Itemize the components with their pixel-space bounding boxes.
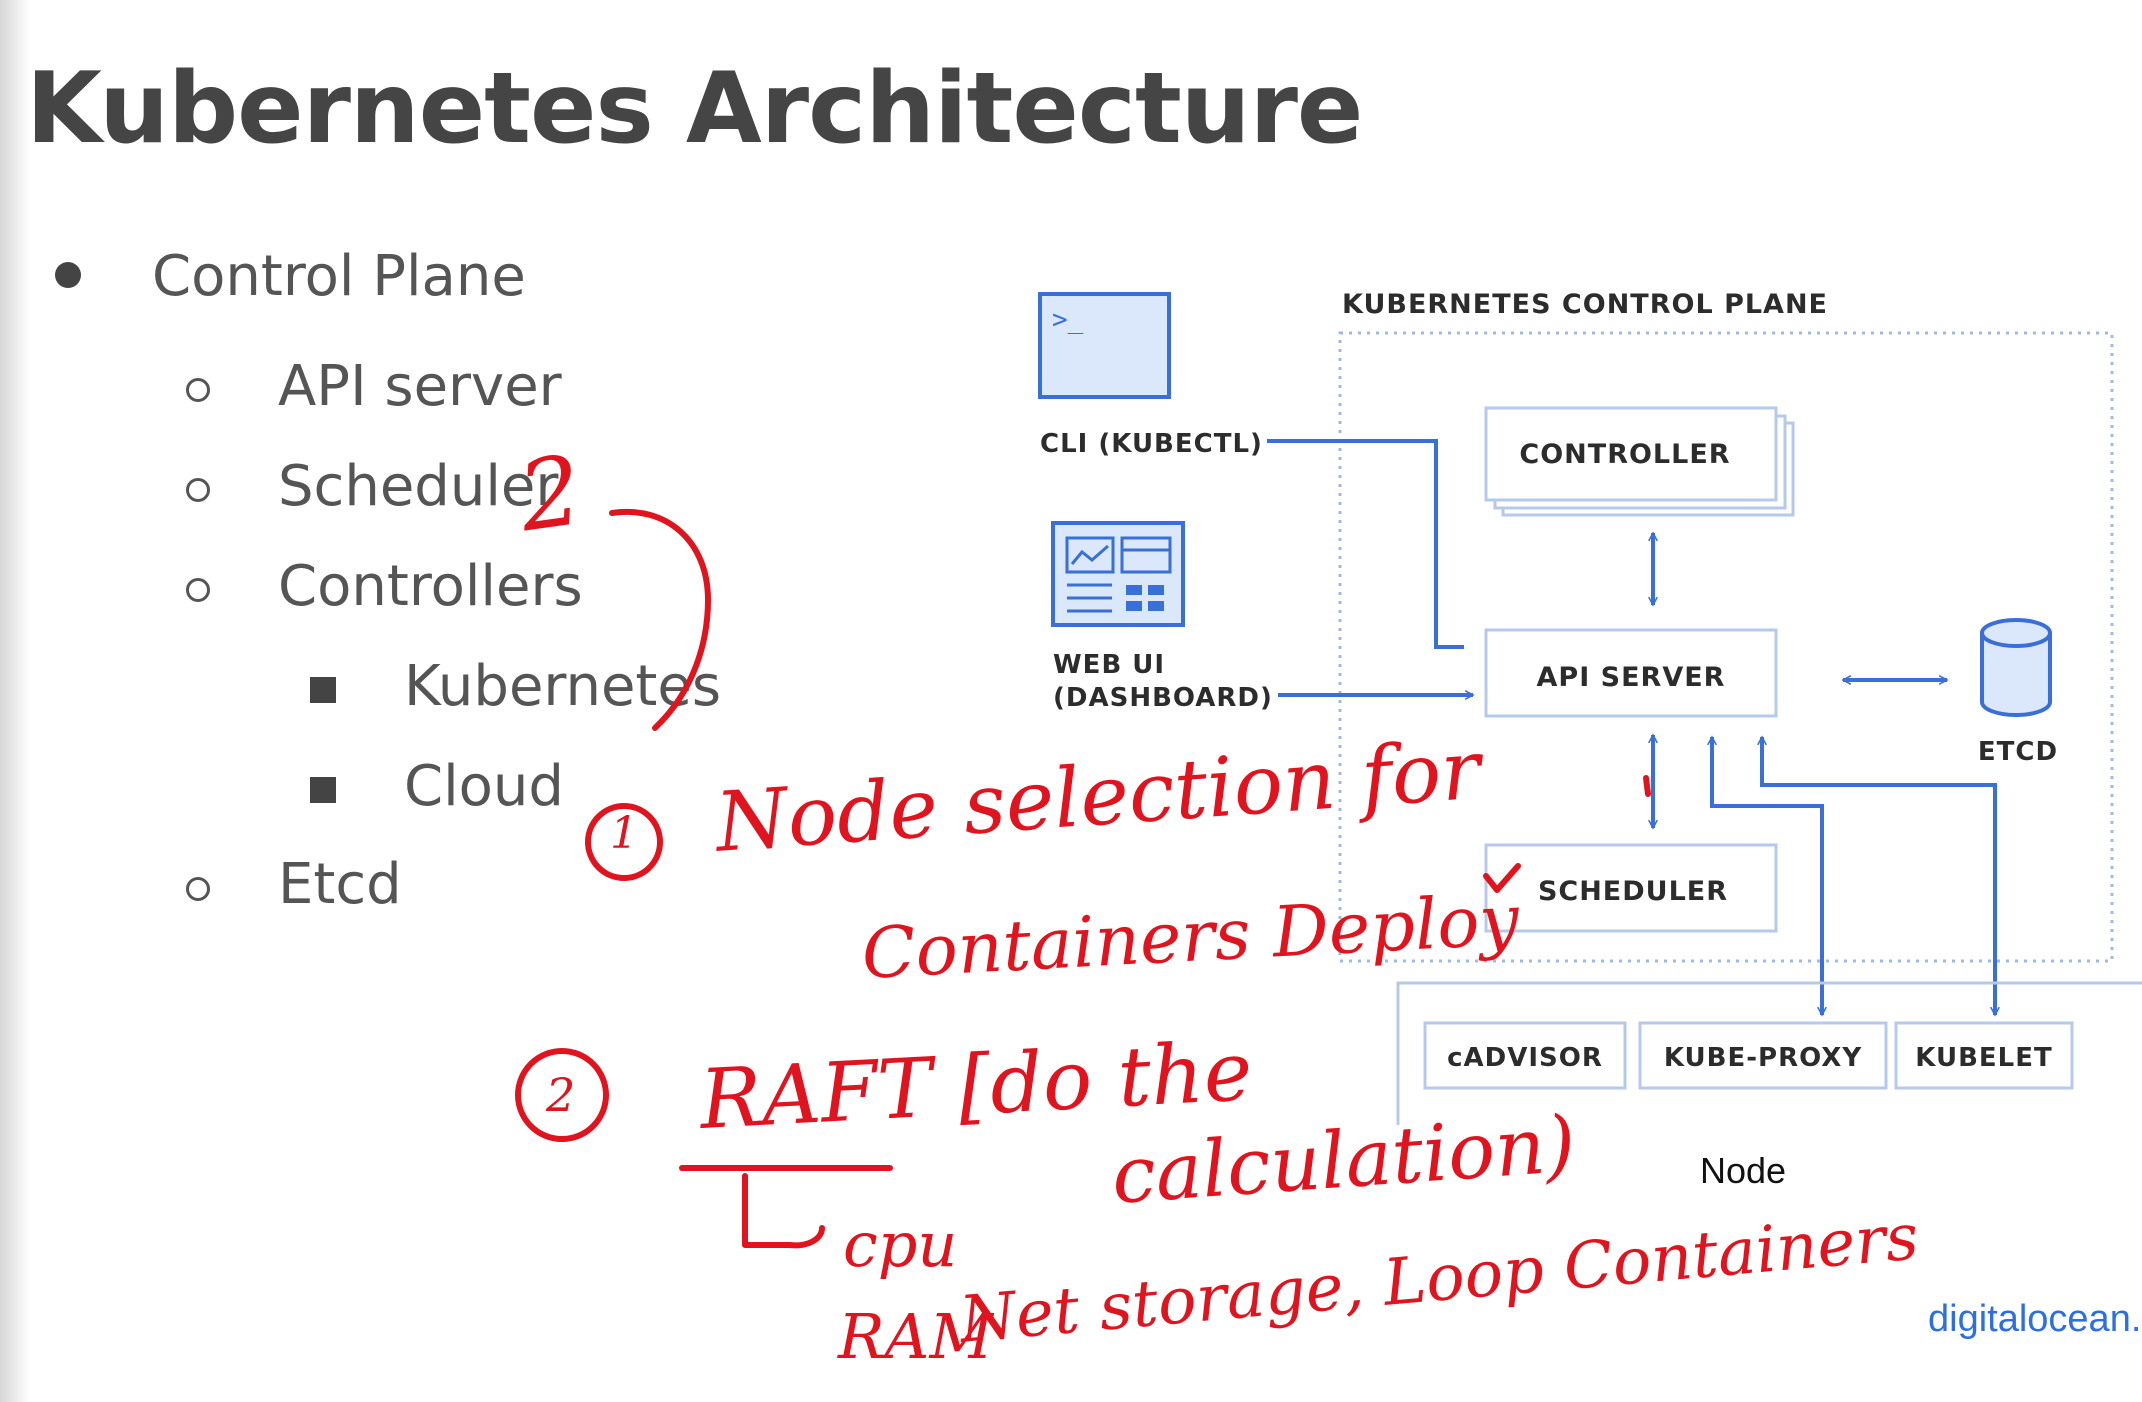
node-frame bbox=[1396, 981, 2142, 1125]
svg-text:>_: >_ bbox=[1052, 305, 1084, 335]
kube-proxy-label: KUBE-PROXY bbox=[1664, 1043, 1862, 1073]
webui-label-2: (DASHBOARD) bbox=[1053, 683, 1273, 713]
slide-edge-shadow bbox=[0, 0, 30, 1402]
outline-kubernetes: Kubernetes bbox=[404, 654, 721, 719]
scheduler-label: SCHEDULER bbox=[1538, 876, 1728, 907]
outline-control-plane: Control Plane bbox=[152, 244, 526, 309]
bullet-dot bbox=[55, 262, 81, 288]
slide-title: Kubernetes Architecture bbox=[26, 52, 1363, 166]
terminal-icon: >_ bbox=[1038, 292, 1171, 399]
bullet-square bbox=[310, 777, 336, 803]
annotation-cpu: cpu bbox=[843, 1208, 958, 1281]
kube-proxy-box bbox=[1638, 1021, 1888, 1090]
node-label: Node bbox=[1700, 1150, 1786, 1191]
api-server-label: API SERVER bbox=[1537, 662, 1726, 693]
bullet-circle bbox=[186, 378, 210, 402]
etcd-database-icon bbox=[1980, 618, 2052, 717]
cadvisor-box bbox=[1423, 1021, 1627, 1090]
annotation-ram: RAM bbox=[838, 1300, 993, 1373]
outline-scheduler: Scheduler bbox=[278, 454, 559, 519]
connector-lines bbox=[1267, 439, 1995, 1015]
outline-etcd: Etcd bbox=[278, 852, 402, 917]
annotation-circle-1: 1 bbox=[610, 808, 638, 859]
digitalocean-brand: digitalocean. bbox=[1928, 1298, 2142, 1340]
cadvisor-label: cADVISOR bbox=[1447, 1043, 1603, 1073]
bullet-circle bbox=[186, 578, 210, 602]
api-server-box bbox=[1484, 628, 1778, 718]
outline-cloud: Cloud bbox=[404, 754, 564, 819]
control-plane-frame bbox=[1338, 331, 2114, 963]
outline-api-server: API server bbox=[278, 354, 562, 419]
outline-controllers: Controllers bbox=[278, 554, 583, 619]
cli-label: CLI (KUBECTL) bbox=[1040, 429, 1263, 459]
control-plane-title: KUBERNETES CONTROL PLANE bbox=[1342, 289, 1828, 320]
kubelet-box bbox=[1894, 1021, 2074, 1090]
controller-label: CONTROLLER bbox=[1519, 439, 1730, 470]
etcd-label: ETCD bbox=[1978, 737, 2058, 767]
dashboard-icon bbox=[1051, 521, 1185, 627]
handwritten-marks bbox=[515, 508, 1651, 1249]
bullet-circle bbox=[186, 877, 210, 901]
webui-label: WEB UI bbox=[1053, 650, 1165, 680]
kubelet-label: KUBELET bbox=[1915, 1043, 2052, 1073]
controller-box bbox=[1484, 406, 1778, 502]
annotation-circle-2: 2 bbox=[546, 1068, 576, 1122]
bullet-circle bbox=[186, 478, 210, 502]
bullet-square bbox=[310, 677, 336, 703]
